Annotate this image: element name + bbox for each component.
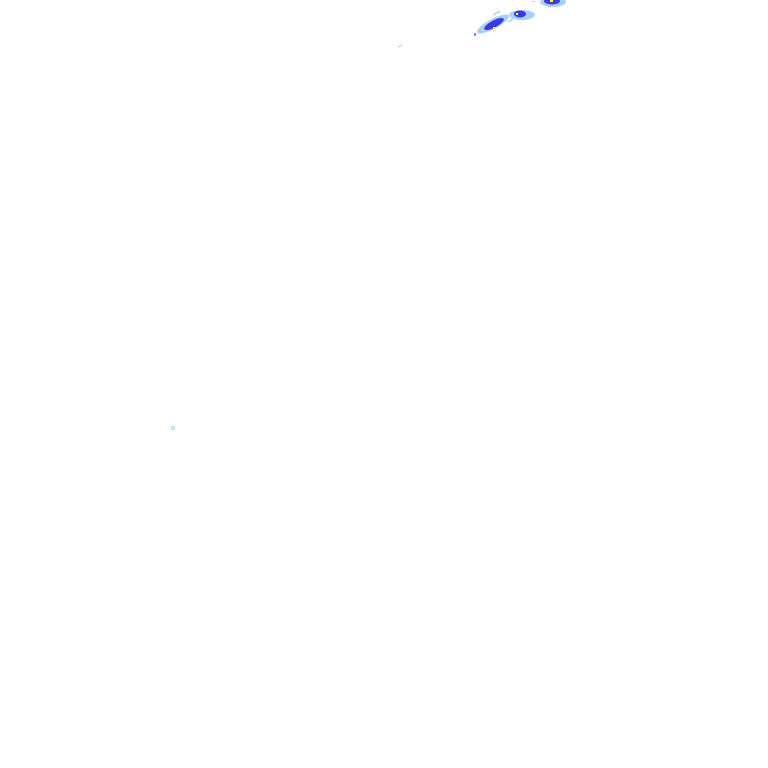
precip-streak	[507, 18, 514, 23]
precip-speck	[532, 1, 535, 2]
precip-streak	[492, 10, 501, 16]
precip-cell-intense	[493, 27, 495, 29]
precip-speck	[397, 44, 403, 48]
precip-cell-intense	[550, 0, 553, 2]
precip-speck	[171, 426, 175, 430]
precip-cell-heavy	[514, 10, 526, 18]
precip-band-northeast	[474, 0, 566, 36]
precip-cell-heavy	[544, 0, 560, 5]
precip-cell-medium	[484, 17, 504, 31]
precip-cell-intense	[516, 13, 518, 15]
precip-speck	[474, 33, 476, 36]
